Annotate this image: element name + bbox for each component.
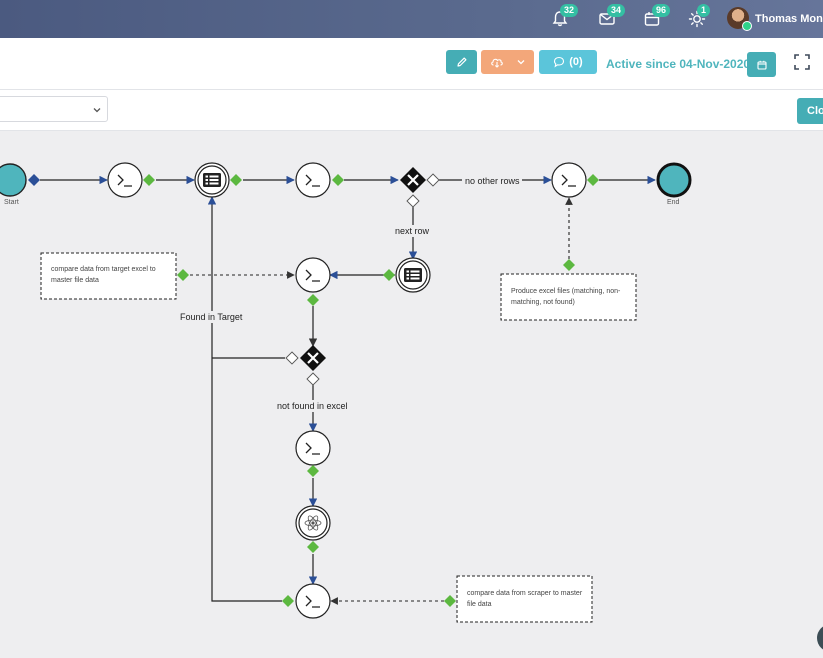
port-diamond-icon (307, 541, 319, 553)
port-diamond-icon (285, 351, 299, 365)
start-diamond-icon (28, 174, 40, 186)
start-event[interactable]: Start (0, 163, 40, 206)
terminal-icon (561, 174, 576, 187)
port-diamond-icon (307, 294, 319, 306)
terminal-icon (305, 269, 320, 282)
chevron-down-icon (93, 108, 101, 113)
process-toolbar: (0) Active since 04-Nov-2020 (0, 38, 823, 90)
port-diamond-icon (332, 174, 344, 186)
side-panel-toggle[interactable] (817, 624, 823, 652)
comments-count: (0) (569, 56, 583, 68)
process-diagram: Start no other rows next (0, 162, 692, 623)
port-diamond-icon (307, 465, 319, 477)
scraper-task[interactable] (295, 505, 331, 553)
script-task-1[interactable] (107, 162, 155, 198)
status-count-badge: 1 (697, 4, 710, 17)
port-diamond-icon (177, 269, 189, 281)
calendar-icon (756, 60, 767, 70)
port-diamond-icon (426, 173, 440, 187)
download-dropdown-button[interactable] (481, 50, 534, 74)
calendar-count-badge: 96 (652, 4, 670, 17)
terminal-icon (305, 442, 320, 455)
atom-icon (304, 515, 322, 531)
x-mark-icon (307, 352, 319, 364)
x-mark-icon (407, 174, 419, 186)
port-diamond-icon (383, 269, 395, 281)
label-not-found-in-excel: not found in excel (277, 401, 348, 411)
end-event[interactable]: End (656, 162, 692, 206)
list-icon (203, 173, 221, 187)
top-navigation-bar: 32 34 96 1 Thomas Monson (0, 0, 823, 38)
annotation-line-2: master file data (51, 277, 99, 284)
comments-button[interactable]: (0) (539, 50, 597, 74)
label-found-in-target: Found in Target (180, 312, 243, 322)
annotation-line-2: file data (467, 601, 492, 608)
schedule-button[interactable] (747, 52, 776, 77)
port-diamond-icon (406, 194, 420, 208)
loop-task-1[interactable] (194, 162, 242, 198)
comment-icon (554, 56, 565, 68)
port-diamond-icon (587, 174, 599, 186)
port-diamond-icon (563, 259, 575, 271)
annotation-line-1: compare data from scraper to master (467, 590, 583, 597)
script-task-3[interactable] (551, 162, 599, 271)
active-since-text: Active since 04-Nov-2020 (606, 57, 751, 71)
annotation-line-2: matching, not found) (511, 299, 575, 306)
online-status-dot (742, 21, 752, 31)
message-count-badge: 34 (607, 4, 625, 17)
messages-button[interactable]: 34 (597, 4, 625, 29)
notifications-bell-button[interactable]: 32 (550, 4, 578, 29)
annotation-compare-target[interactable]: compare data from target excel to master… (40, 252, 189, 300)
exclusive-gateway-rows[interactable] (400, 167, 440, 208)
calendar-events-button[interactable]: 96 (642, 4, 670, 29)
annotation-compare-scraper[interactable]: compare data from scraper to master file… (444, 575, 593, 623)
annotation-line-1: compare data from target excel to (51, 266, 156, 273)
sequence-flows (40, 175, 656, 602)
user-name[interactable]: Thomas Monson (755, 13, 823, 25)
flow-loop-back (207, 196, 282, 602)
terminal-icon (305, 174, 320, 187)
chevron-down-icon (517, 60, 524, 65)
label-next-row: next row (395, 226, 430, 236)
script-task-4[interactable] (295, 430, 331, 477)
exclusive-gateway-target[interactable] (285, 345, 326, 386)
association-flows (190, 197, 573, 605)
port-diamond-icon (306, 372, 320, 386)
list-icon (404, 268, 422, 282)
fullscreen-button[interactable] (792, 52, 812, 72)
system-status-button[interactable]: 1 (687, 4, 710, 29)
fullscreen-icon (794, 54, 810, 70)
port-diamond-icon (230, 174, 242, 186)
port-diamond-icon (143, 174, 155, 186)
user-avatar[interactable] (727, 7, 752, 31)
scraper-compare-task[interactable] (282, 583, 331, 619)
port-diamond-icon (444, 595, 456, 607)
cloud-download-icon (490, 58, 503, 68)
end-label: End (667, 199, 680, 206)
port-diamond-icon (282, 595, 294, 607)
notification-count-badge: 32 (560, 4, 578, 17)
close-button[interactable]: Close (797, 98, 823, 124)
version-select[interactable] (0, 96, 108, 122)
annotation-produce-files[interactable]: Produce excel files (matching, non- matc… (500, 273, 637, 321)
loop-task-2[interactable] (383, 257, 431, 293)
start-label: Start (4, 199, 19, 206)
pencil-icon (456, 57, 466, 67)
compare-script-task[interactable] (295, 257, 331, 306)
script-task-2[interactable] (295, 162, 344, 198)
terminal-icon (117, 174, 132, 187)
label-no-other-rows: no other rows (465, 176, 520, 186)
filter-bar: Close (0, 90, 823, 131)
terminal-icon (305, 595, 320, 608)
edit-button[interactable] (446, 50, 477, 74)
annotation-line-1: Produce excel files (matching, non- (511, 288, 621, 295)
